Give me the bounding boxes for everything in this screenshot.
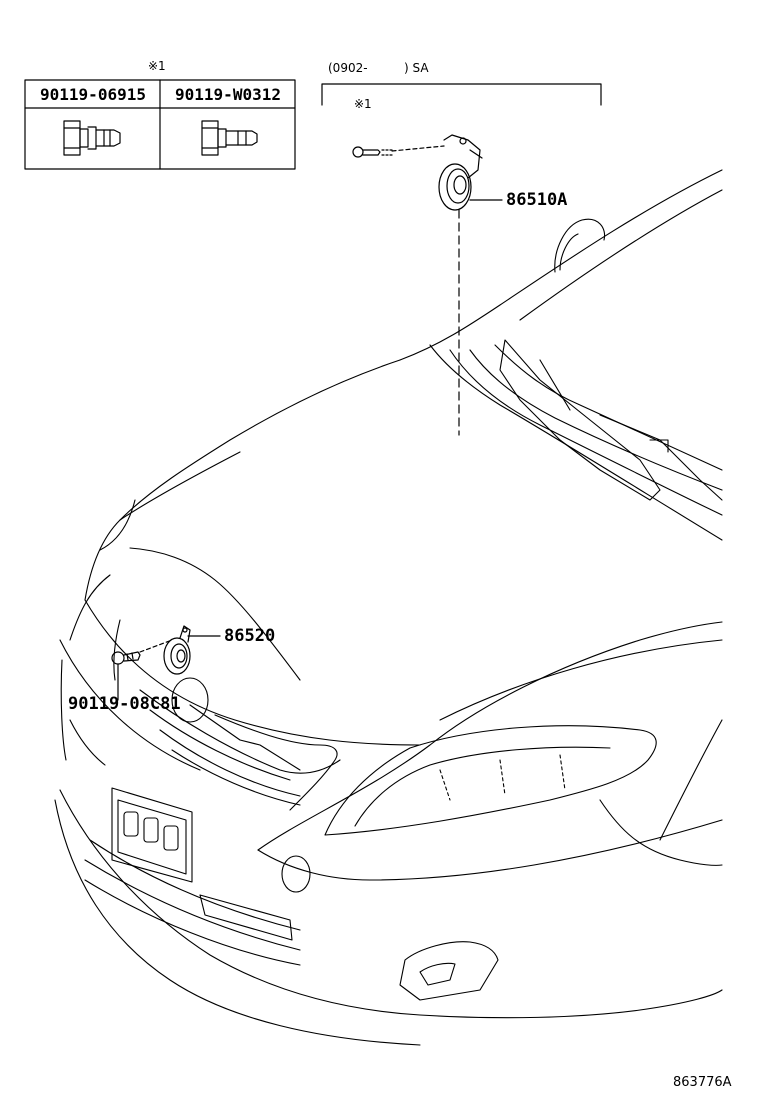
illustration-id: 863776A	[673, 1075, 732, 1090]
bolt-icon	[201, 120, 258, 156]
horn-icon	[163, 625, 221, 675]
bolt-icon	[111, 651, 141, 701]
legend-part-number-2: 90119-W0312	[175, 85, 281, 104]
legend-mark: ※1	[148, 59, 166, 73]
legend-table	[24, 79, 296, 170]
callout-bolt: 90119-08C81	[68, 694, 181, 714]
variant-bracket	[321, 83, 602, 106]
variant-date: (0902-	[328, 61, 368, 75]
bolt-mark: ※1	[354, 97, 372, 111]
callout-horn-low: 86520	[224, 626, 276, 646]
position-leader	[139, 639, 173, 653]
bolt-icon	[63, 120, 121, 156]
variant-suffix: ) SA	[404, 61, 429, 75]
legend-part-number-1: 90119-06915	[40, 85, 146, 104]
car-outline	[54, 169, 723, 1046]
horn-icon	[352, 134, 503, 211]
callout-horn-high: 86510A	[506, 190, 568, 210]
